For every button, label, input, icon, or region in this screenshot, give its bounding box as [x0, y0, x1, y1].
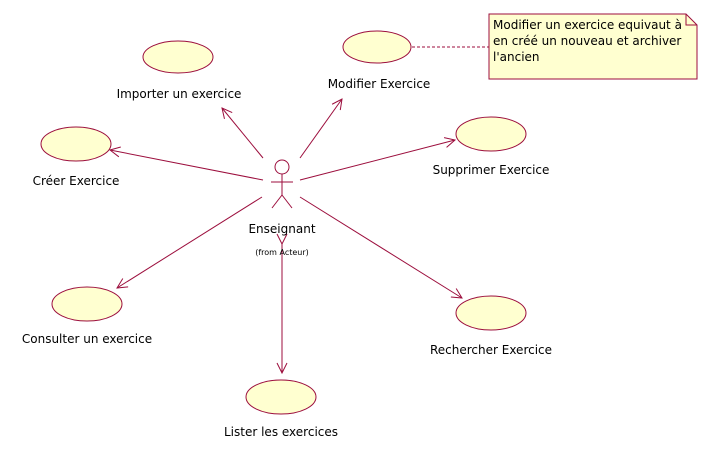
note-text: Modifier un exercice equivaut à en créé … — [493, 18, 682, 64]
usecase-consulter-ellipse[interactable] — [51, 286, 123, 322]
usecase-modifier-ellipse[interactable] — [342, 30, 412, 64]
usecase-lister-ellipse[interactable] — [245, 379, 317, 415]
actor-name: Enseignant — [248, 222, 316, 236]
usecase-lister-label: Lister les exercices — [223, 425, 339, 439]
usecase-consulter-label: Consulter un exercice — [21, 332, 153, 346]
usecase-importer-ellipse[interactable] — [142, 40, 214, 74]
usecase-rechercher-ellipse[interactable] — [455, 295, 527, 331]
actor-stick-figure[interactable] — [271, 159, 293, 209]
association-creer — [110, 150, 264, 181]
usecase-modifier-label: Modifier Exercice — [327, 77, 431, 91]
usecase-creer-label: Créer Exercice — [32, 174, 120, 188]
association-importer — [222, 108, 264, 159]
actor-package: (from Acteur) — [255, 248, 309, 257]
usecase-supprimer-ellipse[interactable] — [455, 116, 527, 152]
note-box[interactable] — [488, 13, 698, 80]
association-consulter — [117, 196, 263, 288]
association-supprimer — [299, 140, 455, 181]
usecase-creer-ellipse[interactable] — [40, 126, 112, 162]
usecase-supprimer-label: Supprimer Exercice — [432, 163, 550, 177]
usecase-rechercher-label: Rechercher Exercice — [429, 343, 553, 357]
association-rechercher — [299, 196, 462, 298]
association-modifier — [299, 99, 342, 159]
usecase-importer-label: Importer un exercice — [116, 87, 242, 101]
note-fold — [685, 14, 697, 26]
